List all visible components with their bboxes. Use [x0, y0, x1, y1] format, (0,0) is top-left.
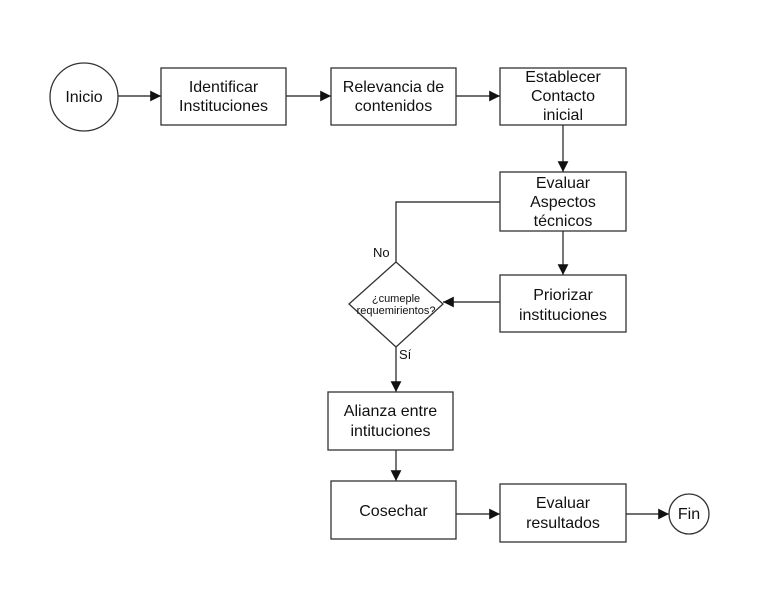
node-evaluar-resultados: Evaluar resultados — [499, 483, 627, 543]
process-box — [499, 171, 627, 232]
node-evaluar-aspectos: Evaluar Aspectos técnicos — [499, 171, 627, 232]
node-inicio-label: Inicio — [65, 89, 102, 106]
node-identificar: Identificar Instituciones — [160, 67, 287, 126]
edges — [118, 90, 669, 520]
node-alianza-label-line1: Alianza entre — [344, 403, 437, 420]
node-identificar-label-line2: Instituciones — [179, 98, 268, 115]
edge-label-si: Sí — [399, 347, 412, 362]
node-decision-label-line2: requemirientos? — [357, 305, 436, 317]
node-evaluar-resultados-label-line2: resultados — [526, 515, 600, 532]
node-priorizar-label-line2: instituciones — [519, 307, 607, 324]
node-priorizar: Priorizar instituciones — [499, 274, 627, 333]
edge-label-no: No — [373, 245, 390, 260]
node-establecer-label-line1: Establecer — [525, 69, 601, 86]
process-box — [499, 274, 627, 333]
node-relevancia-label-line2: contenidos — [355, 98, 432, 115]
process-box — [499, 483, 627, 543]
node-establecer-label-line3: inicial — [543, 107, 583, 124]
process-box — [327, 391, 454, 451]
decision-diamond — [348, 261, 444, 348]
node-alianza: Alianza entre intituciones — [327, 391, 454, 451]
process-box — [499, 67, 627, 126]
process-box — [330, 480, 457, 540]
node-relevancia-label-line1: Relevancia de — [343, 79, 445, 96]
node-evaluar-resultados-label-line1: Evaluar — [536, 495, 591, 512]
start-circle — [49, 62, 119, 132]
node-cosechar: Cosechar — [330, 480, 457, 540]
node-alianza-label-line2: intituciones — [350, 423, 430, 440]
node-evaluar-aspectos-label-line3: técnicos — [534, 213, 593, 230]
node-decision-label-line1: ¿cumeple — [372, 293, 420, 305]
node-fin: Fin — [668, 493, 710, 535]
node-establecer: Establecer Contacto inicial — [499, 67, 627, 126]
node-cosechar-label: Cosechar — [359, 503, 428, 520]
node-relevancia: Relevancia de contenidos — [330, 67, 457, 126]
end-circle — [668, 493, 710, 535]
node-decision: ¿cumeple requemirientos? — [348, 261, 444, 348]
node-fin-label: Fin — [678, 506, 700, 523]
edge-decision-no-loop — [395, 201, 500, 262]
process-box — [330, 67, 457, 126]
process-box — [160, 67, 287, 126]
node-inicio: Inicio — [49, 62, 119, 132]
node-identificar-label-line1: Identificar — [189, 79, 259, 96]
node-priorizar-label-line1: Priorizar — [533, 287, 593, 304]
node-establecer-label-line2: Contacto — [531, 88, 595, 105]
node-evaluar-aspectos-label-line2: Aspectos — [530, 194, 596, 211]
node-evaluar-aspectos-label-line1: Evaluar — [536, 175, 591, 192]
